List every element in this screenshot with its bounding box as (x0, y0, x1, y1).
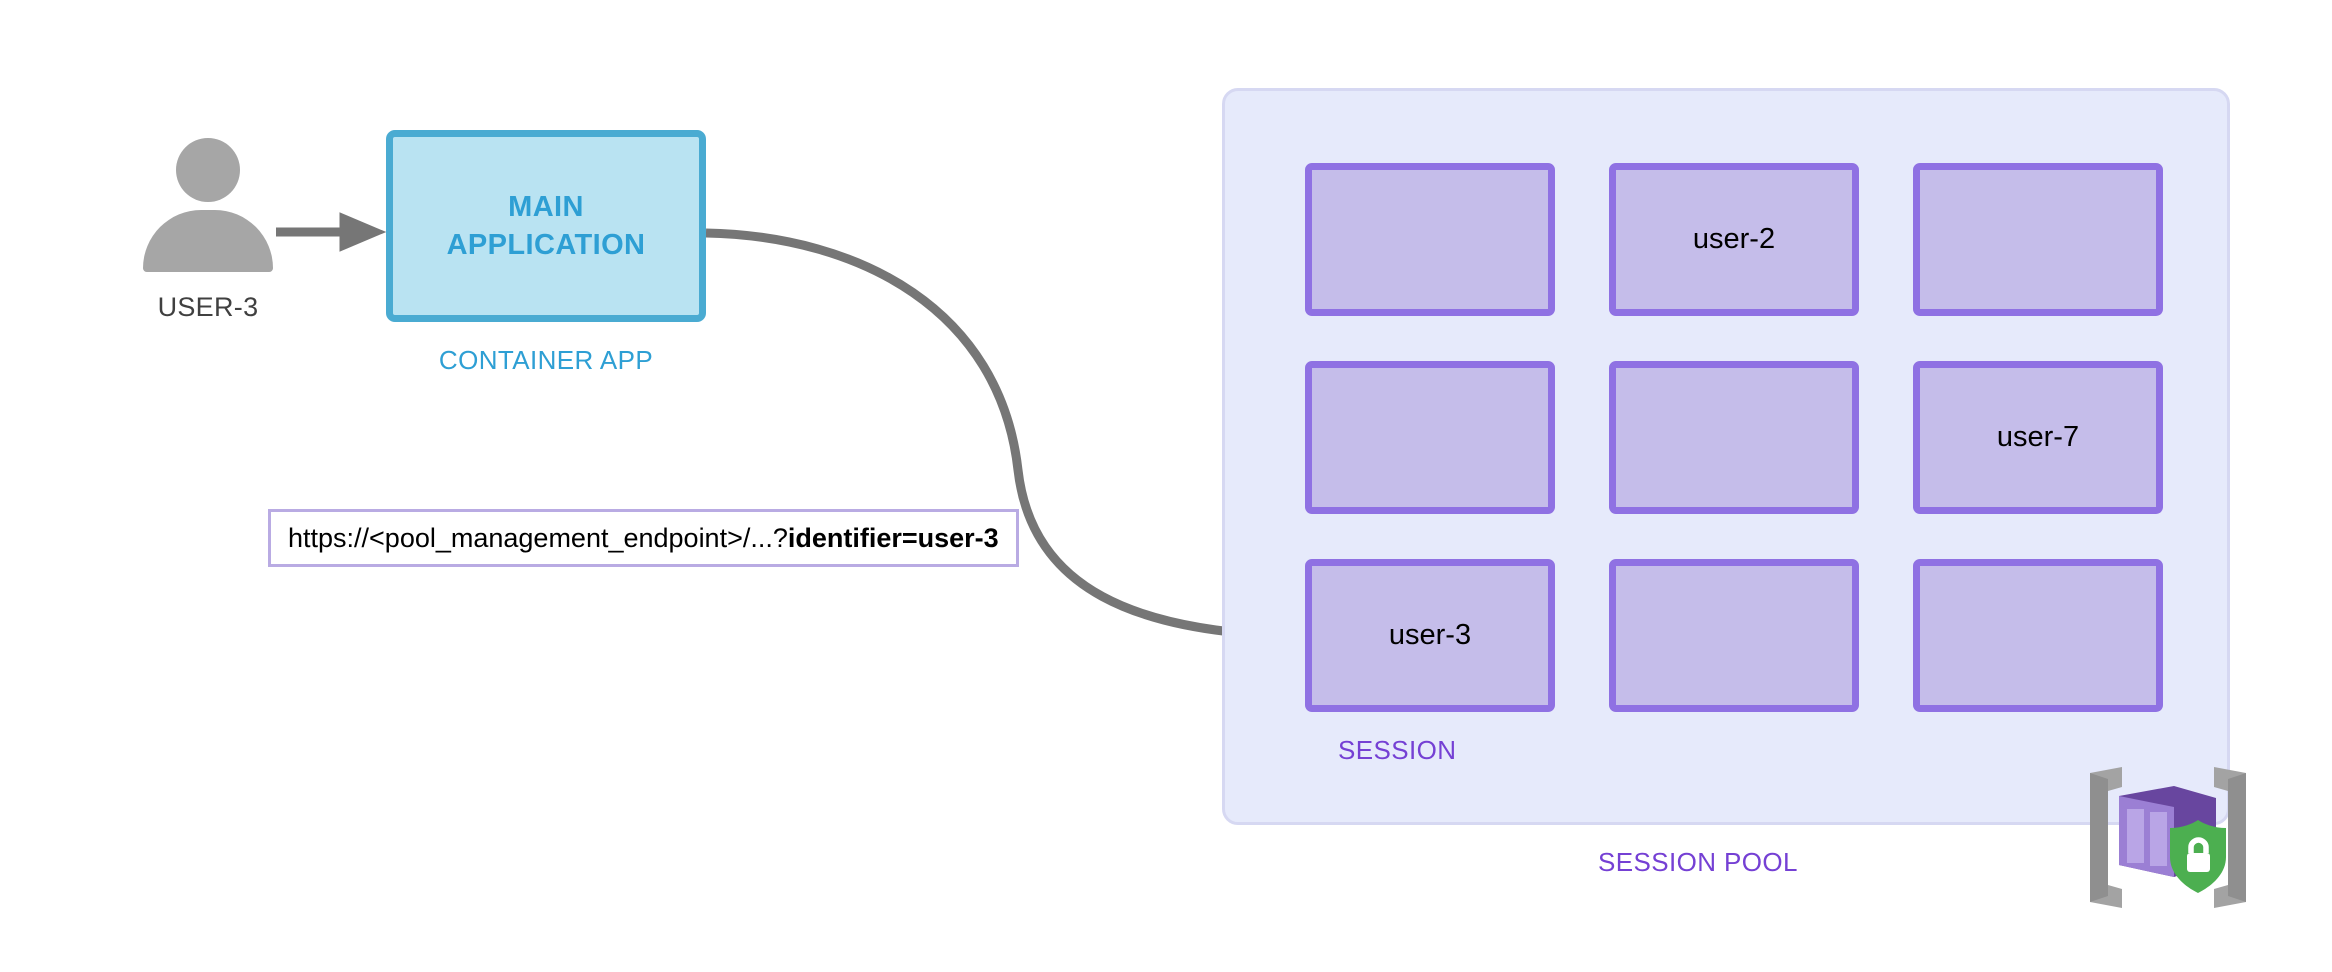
user-label: USER-3 (157, 292, 259, 322)
session-cell[interactable] (1913, 163, 2163, 316)
session-cell-label: user-3 (1388, 619, 1472, 651)
connector-app-to-session (705, 228, 1302, 655)
session-grid: user-2 user-7 user-3 (1305, 163, 2163, 712)
main-application-node: MAIN APPLICATION CONTAINER APP (386, 130, 706, 376)
user-icon-body (143, 210, 273, 272)
logo-bracket-right (2214, 767, 2246, 908)
url-prefix: https://<pool_management_endpoint>/...? (288, 522, 788, 553)
session-cell[interactable] (1913, 559, 2163, 712)
main-application-box[interactable]: MAIN APPLICATION (386, 130, 706, 322)
session-cell[interactable] (1609, 361, 1859, 514)
main-application-title: MAIN APPLICATION (447, 188, 646, 265)
session-cell-label: user-2 (1692, 223, 1776, 255)
session-cell[interactable]: user-7 (1913, 361, 2163, 514)
logo-security-shield-icon (2170, 820, 2226, 893)
main-application-title-line-1: MAIN (508, 190, 584, 223)
logo-bracket-left (2090, 767, 2122, 908)
session-caption: SESSION (1338, 735, 1457, 765)
pool-management-url-callout: https://<pool_management_endpoint>/...?i… (268, 509, 1019, 567)
user-icon-head (176, 138, 240, 202)
session-cell-label: user-7 (1996, 421, 2080, 453)
url-identifier-emphasis: identifier=user-3 (787, 522, 999, 553)
session-pool-container: user-2 user-7 user-3 (1222, 88, 2230, 825)
user-icon (143, 138, 273, 278)
session-cell[interactable]: user-2 (1609, 163, 1859, 316)
session-pool-caption: SESSION POOL (1598, 847, 1798, 877)
session-cell[interactable] (1305, 361, 1555, 514)
session-cell[interactable] (1305, 163, 1555, 316)
azure-container-apps-dynamic-sessions-logo (2090, 767, 2246, 908)
session-cell[interactable]: user-3 (1305, 559, 1555, 712)
session-cell[interactable] (1609, 559, 1859, 712)
container-app-caption: CONTAINER APP (438, 345, 654, 375)
user-actor: USER-3 (118, 138, 298, 338)
main-application-title-line-2: APPLICATION (446, 229, 646, 261)
url-text: https://<pool_management_endpoint>/...?i… (288, 523, 999, 554)
